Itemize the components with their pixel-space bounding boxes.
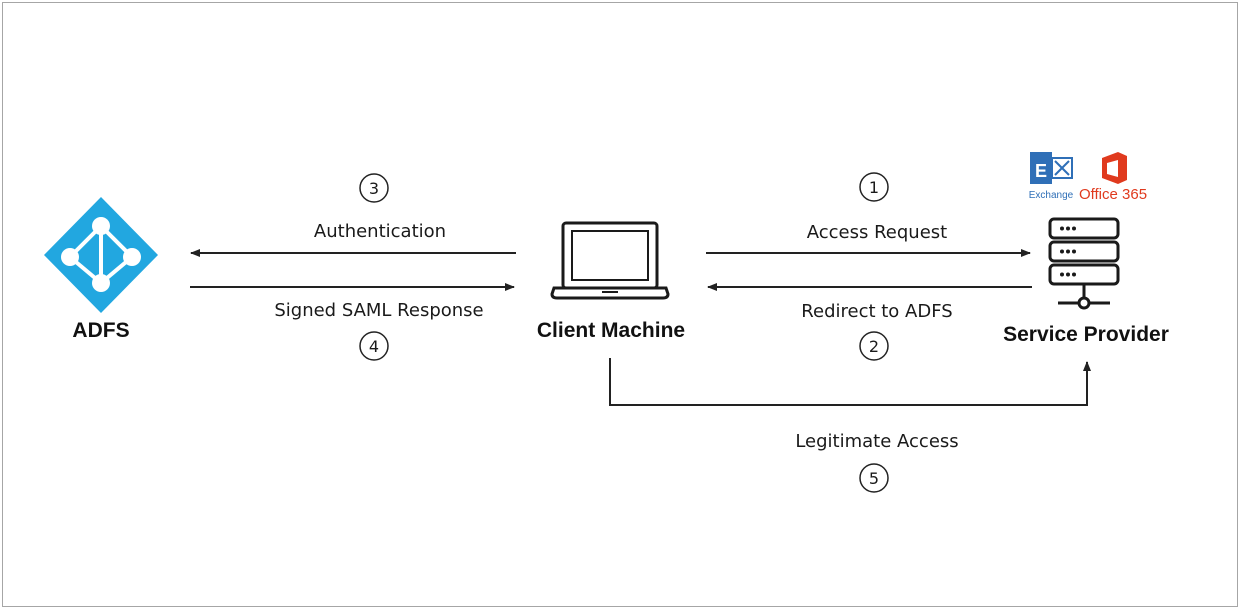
exchange-logo-icon: E <box>1030 152 1073 184</box>
adfs-logo-icon <box>44 197 158 313</box>
step-2-circle <box>859 331 889 361</box>
office365-label: Office 365 <box>1079 186 1147 203</box>
authentication-label: Authentication <box>314 221 446 242</box>
step-1-circle <box>859 172 889 202</box>
access-request-label: Access Request <box>807 222 947 243</box>
service-provider-label: Service Provider <box>1003 323 1169 346</box>
step-3-circle <box>359 173 389 203</box>
laptop-icon <box>550 221 670 300</box>
step-5-number: 5 <box>869 469 879 488</box>
exchange-label: Exchange <box>1029 190 1074 201</box>
redirect-to-adfs-label: Redirect to ADFS <box>801 301 952 322</box>
legitimate-access-label: Legitimate Access <box>795 431 958 452</box>
svg-text:E: E <box>1035 161 1047 181</box>
client-machine-label: Client Machine <box>537 319 685 342</box>
step-1-number: 1 <box>869 178 879 197</box>
office365-logo-icon <box>1102 152 1127 184</box>
step-3-number: 3 <box>369 179 379 198</box>
server-led-dots <box>1060 226 1076 277</box>
adfs-label: ADFS <box>72 319 129 342</box>
step-4-circle <box>359 331 389 361</box>
step-2-number: 2 <box>869 337 879 356</box>
server-icon <box>1048 217 1120 310</box>
signed-saml-response-label: Signed SAML Response <box>274 300 483 321</box>
step-4-number: 4 <box>369 337 379 356</box>
arrow-legitimate-access <box>609 358 1091 406</box>
step-5-circle <box>859 463 889 493</box>
